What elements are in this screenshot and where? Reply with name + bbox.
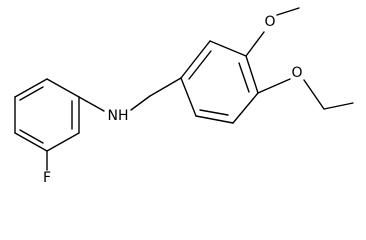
bond-c-n	[78, 96, 105, 112]
bond	[180, 77, 197, 117]
bond-o-methyl	[276, 7, 300, 16]
fluorine-label: F	[43, 170, 51, 186]
bond	[180, 40, 211, 79]
ethoxy-oxygen-label: O	[291, 65, 302, 81]
chemical-structure-diagram: F NH O O	[14, 7, 354, 186]
bond	[14, 78, 48, 98]
bond-o-ch2	[303, 79, 325, 110]
double-bond-inner	[19, 129, 44, 144]
double-bond-inner	[199, 109, 229, 116]
bond-c-o-methoxy	[245, 31, 265, 57]
double-bond-inner	[188, 50, 212, 80]
bond-ch2-ring	[149, 77, 182, 97]
bond	[46, 132, 80, 152]
double-bond-inner	[19, 86, 44, 101]
amine-label: NH	[108, 108, 129, 124]
bond	[232, 92, 259, 124]
bond-ch2-ch3	[323, 102, 354, 110]
fluorophenyl-ring	[14, 78, 80, 152]
bond	[14, 132, 48, 152]
methoxy-oxygen-label: O	[264, 14, 275, 30]
bond	[195, 115, 234, 124]
bond	[209, 40, 247, 57]
bond	[46, 78, 80, 98]
double-bond-inner	[238, 62, 250, 93]
bond-c-o-ethoxy	[257, 78, 291, 94]
bond	[245, 55, 259, 94]
bond-n-ch2	[130, 95, 151, 111]
dialkoxyphenyl-ring	[180, 40, 259, 124]
